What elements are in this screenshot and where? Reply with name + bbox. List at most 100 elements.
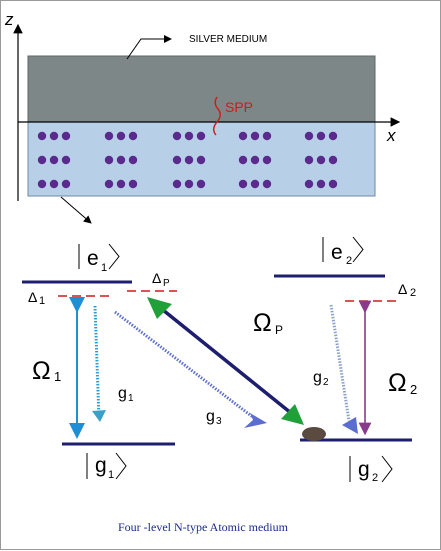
atom-dot bbox=[172, 179, 182, 189]
ket-g2: g 2 bbox=[349, 455, 393, 484]
atom-dot bbox=[128, 179, 138, 189]
atom-population bbox=[302, 427, 326, 441]
svg-text:Ω: Ω bbox=[388, 369, 407, 397]
svg-text:g: g bbox=[358, 458, 370, 481]
atom-dot bbox=[116, 179, 126, 189]
svg-text:1: 1 bbox=[54, 369, 61, 384]
svg-text:1: 1 bbox=[101, 262, 107, 274]
atom-dot bbox=[104, 155, 114, 165]
atom-dot bbox=[316, 155, 326, 165]
atom-dot bbox=[196, 131, 206, 141]
atom-dot bbox=[196, 155, 206, 165]
z-axis-label: z bbox=[4, 10, 14, 29]
atom-dot bbox=[49, 155, 59, 165]
decay-g1-label: g 1 bbox=[118, 385, 134, 404]
decay-g3-label: g 3 bbox=[206, 408, 222, 427]
spp-wave bbox=[213, 96, 221, 136]
atom-dot bbox=[116, 155, 126, 165]
atom-dot bbox=[49, 179, 59, 189]
svg-text:2: 2 bbox=[410, 287, 416, 299]
atom-dot bbox=[184, 131, 194, 141]
omega2-label: Ω 2 bbox=[388, 369, 417, 397]
atom-dot bbox=[262, 131, 272, 141]
delta-1-label: Δ 1 bbox=[28, 289, 45, 307]
decay-g2-arrow bbox=[329, 304, 351, 422]
atom-dot bbox=[262, 179, 272, 189]
svg-text:P: P bbox=[275, 323, 283, 337]
svg-text:1: 1 bbox=[39, 295, 45, 307]
atom-dot bbox=[196, 179, 206, 189]
svg-text:P: P bbox=[163, 278, 170, 289]
atom-dot bbox=[250, 179, 260, 189]
atom-dot bbox=[184, 179, 194, 189]
svg-text:g: g bbox=[118, 385, 127, 402]
atom-dot bbox=[238, 131, 248, 141]
ket-g1: g 1 bbox=[86, 452, 127, 481]
figure-caption: Four -level N-type Atomic medium bbox=[118, 520, 289, 534]
svg-text:2: 2 bbox=[346, 255, 352, 267]
svg-text:Ω: Ω bbox=[253, 309, 272, 337]
atom-dot bbox=[238, 179, 248, 189]
spp-label: SPP bbox=[225, 99, 253, 115]
omegap-arrowhead-top bbox=[147, 297, 172, 319]
silver-medium-layer bbox=[27, 55, 376, 123]
atom-dot bbox=[61, 179, 71, 189]
svg-text:g: g bbox=[95, 454, 107, 477]
omegap-arrow bbox=[161, 308, 293, 415]
medium-to-scheme-pointer bbox=[60, 196, 92, 224]
svg-text:1: 1 bbox=[128, 393, 134, 404]
decay-g1-arrow bbox=[93, 305, 101, 420]
delta-p-label: Δ P bbox=[152, 270, 170, 289]
atom-dot bbox=[104, 131, 114, 141]
atom-dot bbox=[316, 179, 326, 189]
atom-dot bbox=[304, 155, 314, 165]
atom-dot bbox=[37, 179, 47, 189]
atom-dot bbox=[172, 155, 182, 165]
svg-text:Δ: Δ bbox=[28, 289, 37, 305]
svg-text:1: 1 bbox=[108, 469, 114, 481]
atom-dot bbox=[128, 155, 138, 165]
atom-dot bbox=[250, 155, 260, 165]
decay-g2-label: g 2 bbox=[313, 369, 329, 388]
omegap-arrowhead-bottom bbox=[281, 404, 304, 425]
atom-dot bbox=[116, 131, 126, 141]
atom-dot bbox=[37, 131, 47, 141]
delta-2-label: Δ 2 bbox=[398, 281, 416, 299]
atom-dot bbox=[238, 155, 248, 165]
atom-dot bbox=[61, 131, 71, 141]
atom-dot bbox=[262, 155, 272, 165]
atom-dots bbox=[37, 131, 338, 189]
atom-dot bbox=[328, 131, 338, 141]
svg-text:e: e bbox=[87, 247, 99, 270]
svg-text:2: 2 bbox=[372, 472, 378, 484]
atom-dot bbox=[250, 131, 260, 141]
x-axis-label: x bbox=[386, 126, 396, 145]
atom-dot bbox=[104, 179, 114, 189]
atom-dot bbox=[61, 155, 71, 165]
svg-text:2: 2 bbox=[410, 382, 417, 397]
omegap-label: Ω P bbox=[253, 309, 283, 337]
atom-dot bbox=[184, 155, 194, 165]
atom-dot bbox=[128, 131, 138, 141]
atom-dot bbox=[49, 131, 59, 141]
svg-text:3: 3 bbox=[216, 416, 222, 427]
atom-dot bbox=[328, 179, 338, 189]
atom-dot bbox=[328, 155, 338, 165]
svg-text:e: e bbox=[331, 241, 343, 264]
svg-text:Δ: Δ bbox=[398, 281, 407, 297]
svg-text:g: g bbox=[313, 369, 322, 386]
svg-text:2: 2 bbox=[323, 377, 329, 388]
ket-e1: e 1 bbox=[78, 243, 120, 274]
atom-dot bbox=[304, 179, 314, 189]
svg-text:Ω: Ω bbox=[32, 357, 51, 385]
silver-medium-pointer bbox=[126, 35, 172, 60]
atom-dot bbox=[316, 131, 326, 141]
omega1-label: Ω 1 bbox=[32, 357, 61, 385]
svg-text:Δ: Δ bbox=[152, 270, 161, 286]
atom-dot bbox=[37, 155, 47, 165]
ket-e2: e 2 bbox=[322, 236, 364, 267]
atom-dot bbox=[304, 131, 314, 141]
svg-text:g: g bbox=[206, 408, 215, 425]
